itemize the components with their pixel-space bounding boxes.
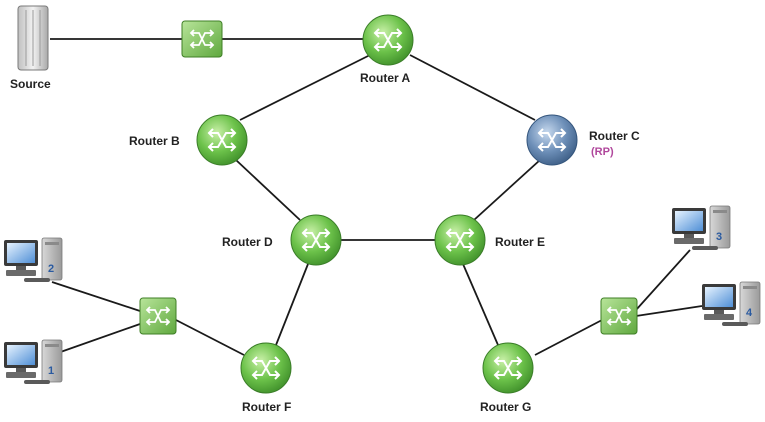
switch-top [181, 20, 223, 58]
link-router-a-router-b [239, 54, 371, 121]
router-f: Router F [240, 342, 292, 414]
host-2: 2 [4, 237, 63, 282]
host-3-number: 3 [716, 231, 722, 243]
host-2-number: 2 [48, 263, 54, 275]
link-switch-right-host3 [635, 249, 691, 311]
links [50, 38, 703, 356]
host-1-number: 1 [48, 365, 54, 377]
router-d: Router D [222, 214, 342, 266]
link-router-c-router-e [473, 159, 541, 221]
host-4: 4 [702, 281, 761, 326]
source-server: Source [10, 5, 51, 91]
router-c-rp-label: (RP) [591, 146, 614, 158]
link-router-a-router-c [409, 54, 536, 121]
link-router-d-router-f [275, 263, 309, 346]
host-1: 1 [4, 339, 63, 384]
router-d-label: Router D [222, 235, 273, 249]
router-a-label: Router A [360, 71, 411, 85]
router-b: Router B [129, 114, 248, 166]
link-switch-left-router-f [175, 319, 245, 356]
link-host1-switch-left [51, 323, 141, 356]
router-g: Router G [480, 342, 534, 414]
computer-icon [4, 237, 63, 282]
switch-right [600, 297, 638, 335]
router-g-label: Router G [480, 400, 531, 414]
computer-icon [672, 205, 731, 250]
router-b-label: Router B [129, 134, 180, 148]
switch-left [139, 297, 177, 335]
link-host2-switch-left [51, 281, 141, 312]
link-router-e-router-g [462, 263, 499, 346]
router-a: Router A [360, 14, 414, 85]
host-4-number: 4 [746, 307, 753, 319]
computer-icon [4, 339, 63, 384]
router-e-label: Router E [495, 235, 545, 249]
router-c: Router C (RP) [526, 114, 640, 166]
source-label: Source [10, 77, 51, 91]
router-c-label: Router C [589, 129, 640, 143]
computer-icon [702, 281, 761, 326]
host-3: 3 [672, 205, 731, 250]
router-e: Router E [434, 214, 545, 266]
link-switch-right-host4 [635, 305, 703, 317]
router-f-label: Router F [242, 400, 291, 414]
link-router-g-switch-right [534, 319, 603, 356]
link-router-b-router-d [235, 159, 301, 221]
